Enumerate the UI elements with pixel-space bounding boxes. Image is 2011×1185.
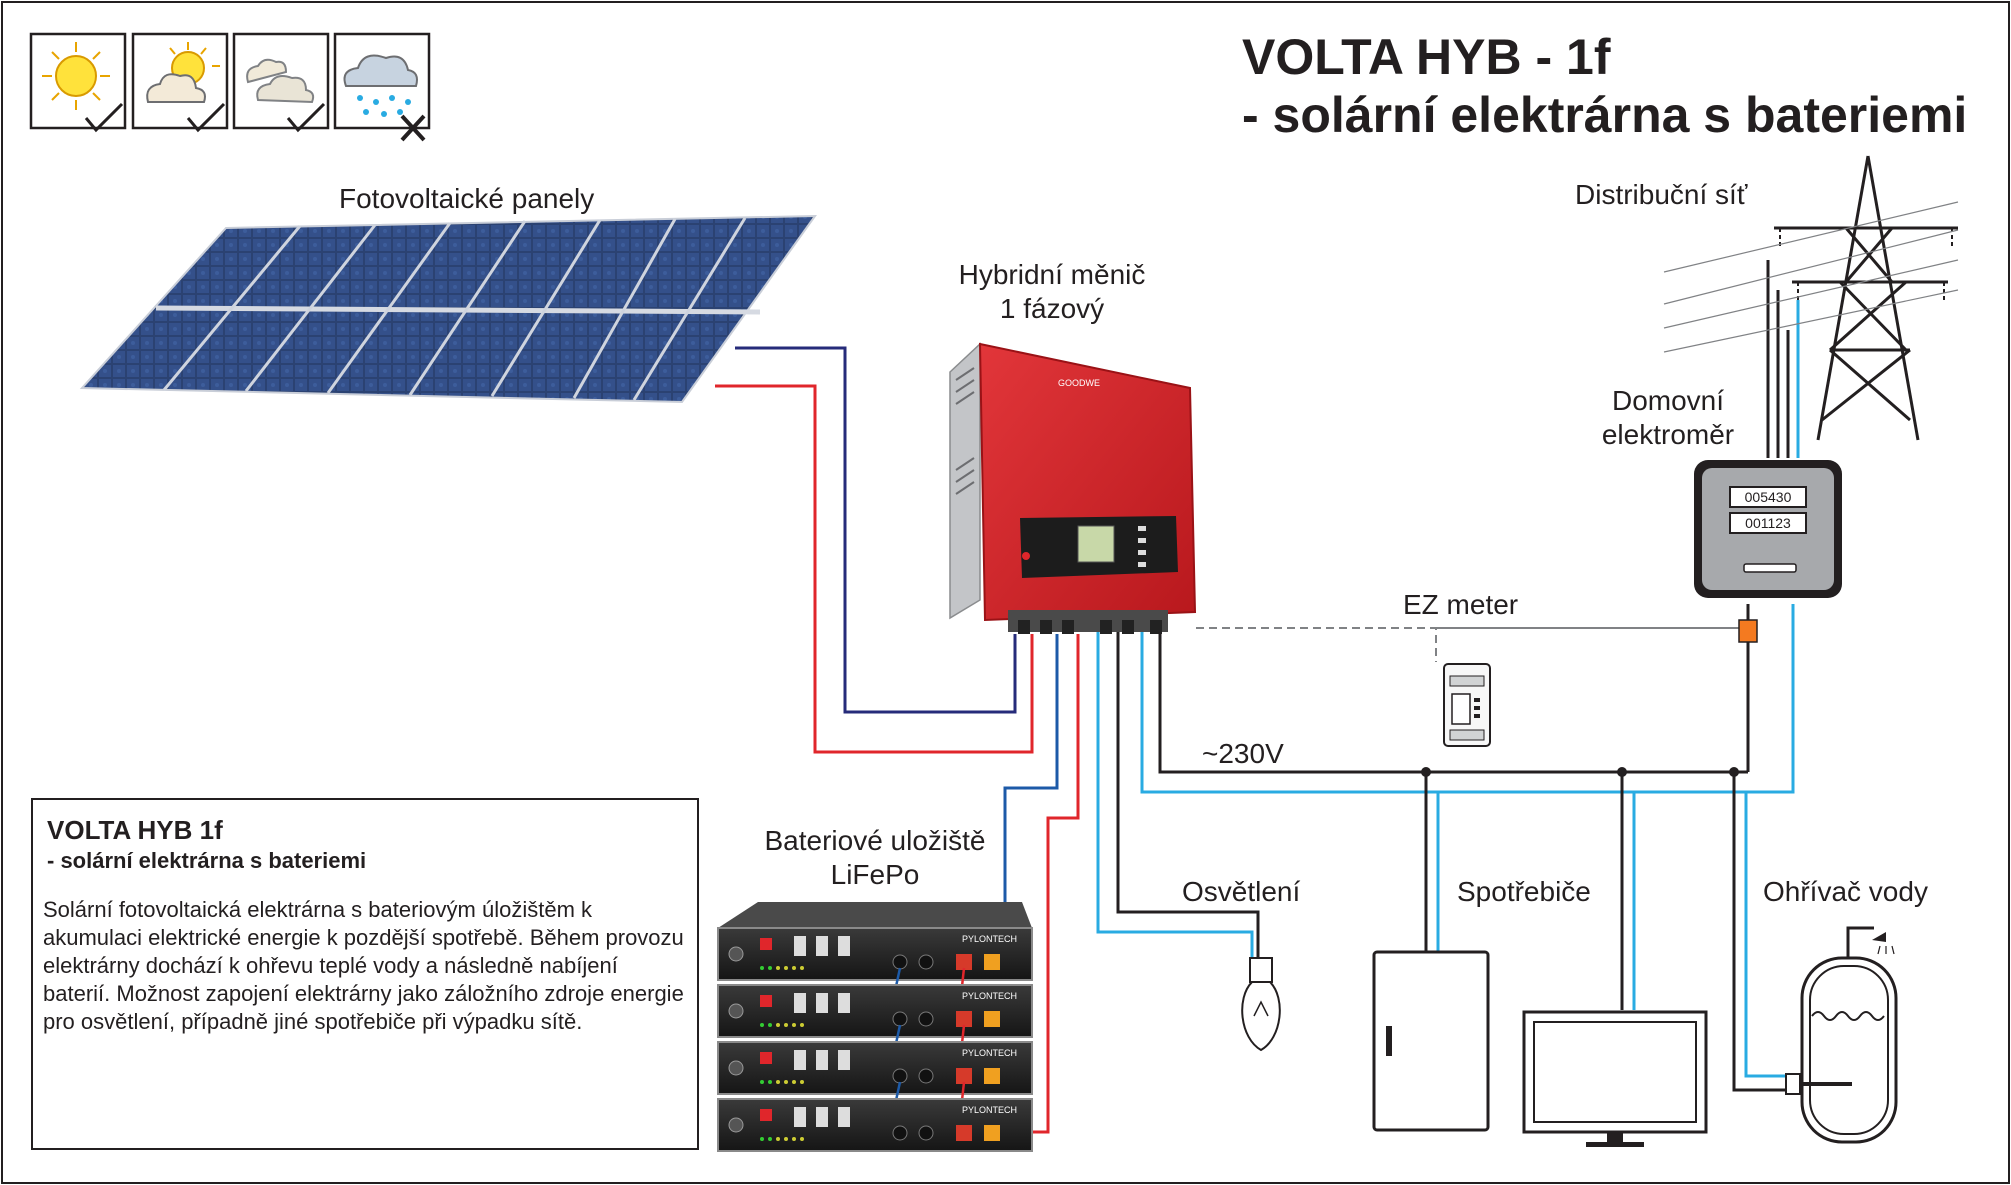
cloud-icon: [232, 32, 330, 133]
label-pv-panels: Fotovoltaické panely: [339, 183, 595, 214]
sun-icon: [29, 32, 127, 133]
battery-module: PYLONTECH: [717, 1098, 1033, 1152]
title-line-2: - solární elektrárna s bateriemi: [1242, 87, 1968, 143]
ac-wiring: [1096, 260, 1800, 1092]
bus-junctions: [1421, 767, 1739, 777]
meter-reading-1: 005430: [1729, 486, 1807, 508]
appliance-tv: [1522, 1010, 1708, 1147]
label-battery: Bateriové uložiště LiFePo: [753, 824, 997, 892]
label-inverter-line-2: 1 fázový: [999, 293, 1105, 324]
label-appliances: Spotřebiče: [1457, 876, 1591, 907]
label-battery-line-1: Bateriové uložiště: [764, 825, 986, 856]
description-subtitle: - solární elektrárna s bateriemi: [47, 848, 367, 873]
label-meter-line-1: Domovní: [1611, 385, 1725, 416]
pv-wires: [715, 346, 1034, 754]
label-ez-meter: EZ meter: [1403, 589, 1519, 620]
appliance-fridge: [1372, 950, 1490, 1132]
battery-brand: PYLONTECH: [962, 1105, 1017, 1115]
ez-meter-device: [1443, 663, 1491, 747]
label-grid: Distribuční síť: [1575, 179, 1748, 210]
description-text: Solární fotovoltaická elektrárna s bater…: [43, 897, 684, 1034]
battery-module: PYLONTECH: [717, 1041, 1033, 1134]
rain-cloud-icon: [333, 32, 431, 142]
battery-brand: PYLONTECH: [962, 934, 1017, 944]
hybrid-inverter: GOODWE: [949, 342, 1197, 634]
label-inverter: Hybridní měnič 1 fázový: [952, 258, 1152, 326]
label-meter: Domovní elektroměr: [1588, 384, 1748, 452]
power-pylon: [1774, 155, 1958, 441]
label-battery-line-2: LiFePo: [830, 859, 920, 890]
light-bulb: [1241, 957, 1281, 1052]
label-inverter-line-1: Hybridní měnič: [958, 259, 1146, 290]
battery-module: PYLONTECH: [717, 984, 1033, 1077]
pv-panels: [79, 214, 817, 404]
battery-module: PYLONTECH: [717, 927, 1033, 1020]
title-line-1: VOLTA HYB - 1f: [1242, 29, 1611, 85]
battery-brand: PYLONTECH: [962, 1048, 1017, 1058]
power-lines: [1663, 201, 1959, 353]
description-box: VOLTA HYB 1f - solární elektrárna s bate…: [31, 798, 699, 1150]
sun-cloud-icon: [131, 32, 229, 133]
label-meter-line-2: elektroměr: [1601, 419, 1735, 450]
ez-signal-line: [1196, 627, 1437, 662]
battery-stack: PYLONTECH PYLONTECH PYLONTECH PYLONTECH: [717, 902, 1033, 1152]
battery-brand: PYLONTECH: [962, 991, 1017, 1001]
label-water-heater: Ohřívač vody: [1763, 876, 1928, 907]
ct-clamp: [1738, 619, 1758, 643]
water-heater: [1785, 926, 1898, 1144]
weather-icons: [29, 32, 431, 142]
description-title: VOLTA HYB 1f: [47, 815, 223, 845]
label-lighting: Osvětlení: [1182, 876, 1301, 907]
meter-reading-2: 001123: [1729, 512, 1807, 534]
page-title: VOLTA HYB - 1f - solární elektrárna s ba…: [1242, 28, 1967, 144]
label-voltage: ~230V: [1202, 738, 1284, 769]
inverter-brand: GOODWE: [1058, 378, 1100, 388]
